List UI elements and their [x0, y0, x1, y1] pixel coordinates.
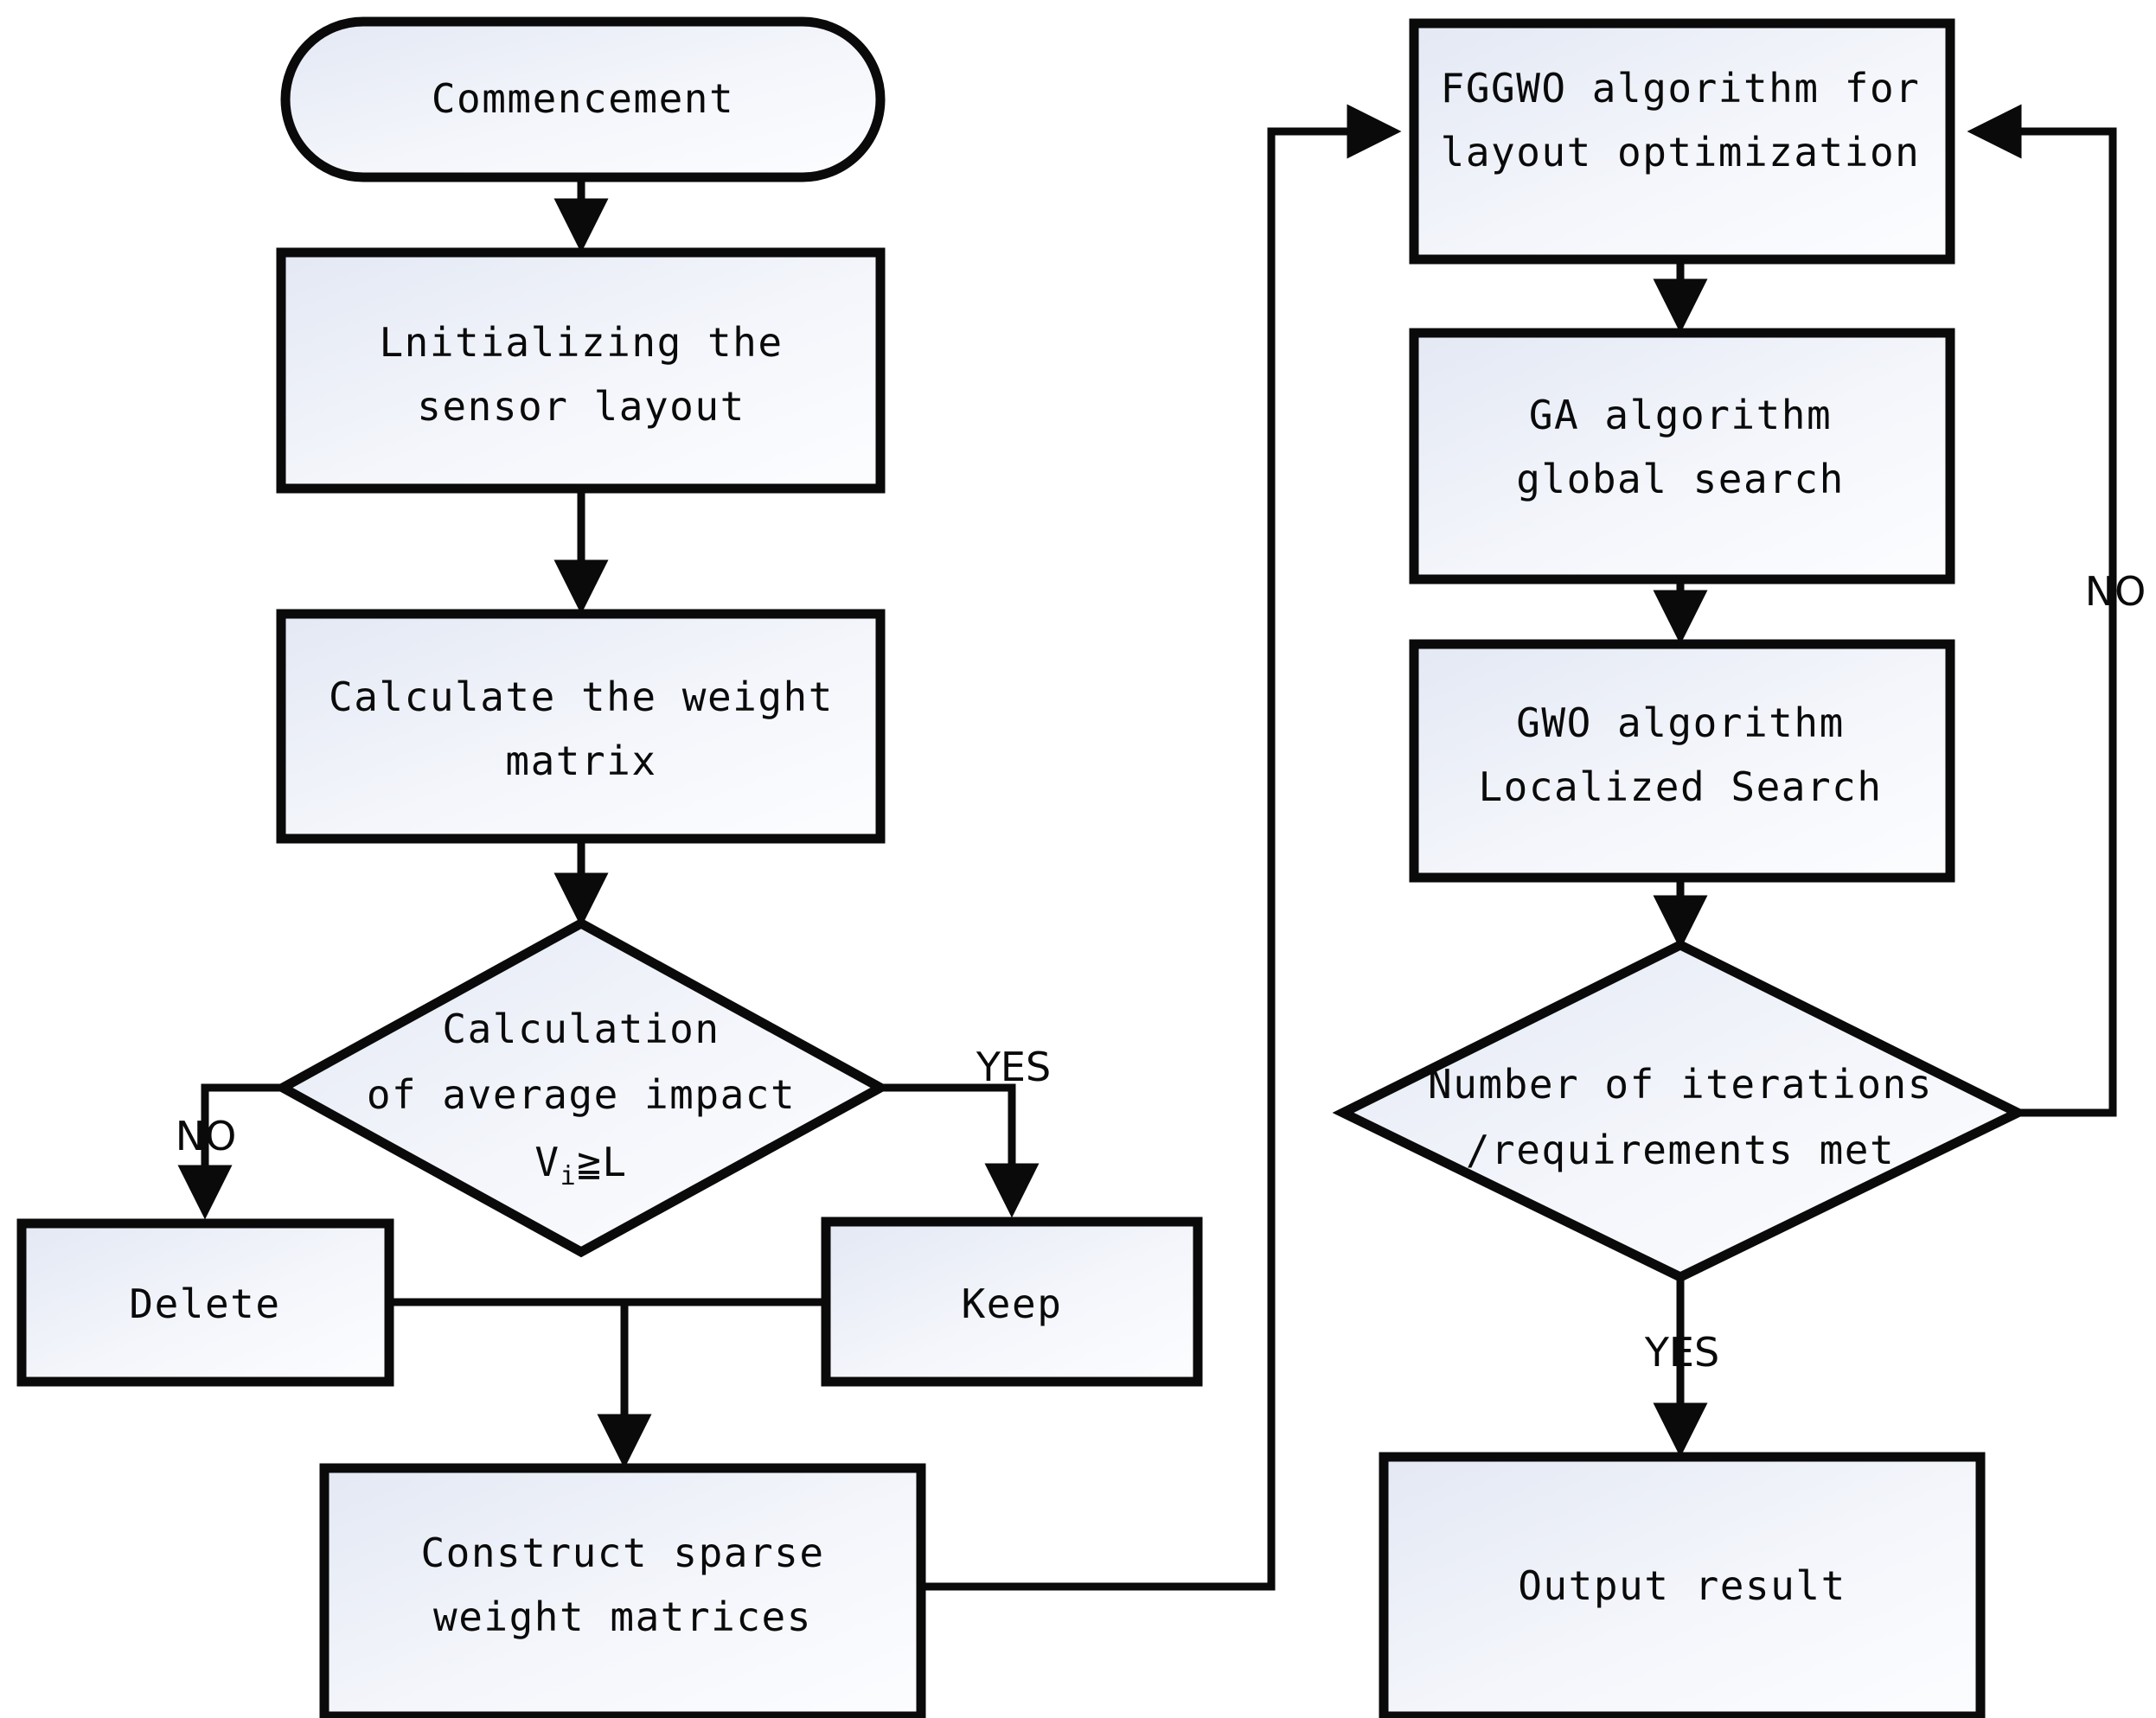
node-output-result-shape [1379, 1452, 1986, 1718]
node-keep[interactable]: Keep [821, 1217, 1203, 1387]
edge-label-decision1-no: NO [176, 1113, 237, 1159]
node-decision-iterations-shape [1332, 939, 2029, 1283]
edge-decision2-no-to-fggwo [1967, 104, 2117, 1117]
node-gwo-shape [1409, 639, 1955, 883]
node-output-result-label: Output result [1518, 1562, 1846, 1609]
decision1-subscript: i [560, 1161, 578, 1191]
edge-sparse-to-fggwo [921, 104, 1402, 1591]
node-ga-shape [1409, 328, 1955, 584]
edge-label-decision2-yes: YES [1644, 1329, 1719, 1376]
node-start-shape [280, 16, 886, 182]
node-fggwo-shape [1409, 18, 1955, 265]
node-weight-matrix-shape [276, 609, 886, 844]
node-sparse-line1: Construct sparse [420, 1530, 824, 1576]
node-init-shape [276, 247, 886, 494]
node-ga-line2: global search [1516, 456, 1845, 502]
node-fggwo-line2: layout optimization [1441, 129, 1921, 176]
node-keep-shape [821, 1217, 1203, 1387]
node-sparse-weight-matrices-shape [319, 1463, 926, 1718]
edge-group [177, 104, 2117, 1591]
node-start-label: Commencement [432, 75, 734, 122]
decision1-var: V [534, 1139, 560, 1185]
node-decision-iterations-line2: /requirements met [1466, 1127, 1895, 1173]
node-decision-average-impact-line3: Vi≧L [534, 1139, 627, 1191]
node-delete-shape [16, 1218, 394, 1387]
node-gwo-line1: GWO algorithm [1516, 699, 1845, 746]
node-output-result[interactable]: Output result [1379, 1452, 1986, 1718]
node-decision-average-impact-line2: of average impact [367, 1071, 796, 1118]
node-decision-average-impact-shape [272, 917, 891, 1258]
edge-label-decision1-yes: YES [976, 1044, 1051, 1090]
node-gwo[interactable]: GWO algorithm Localized Search [1409, 639, 1955, 883]
node-init-line1: Lnitializing the [379, 319, 783, 366]
node-keep-label: Keep [962, 1281, 1063, 1327]
node-start[interactable]: Commencement [280, 16, 886, 182]
edge-label-decision2-no: NO [2085, 568, 2146, 615]
node-weight-matrix[interactable]: Calculate the weight matrix [276, 609, 886, 844]
node-weight-matrix-line1: Calculate the weight [329, 674, 834, 720]
node-gwo-line2: Localized Search [1478, 763, 1882, 810]
node-decision-average-impact-line1: Calculation [442, 1006, 720, 1052]
node-decision-iterations-line1: Number of iterations [1428, 1061, 1933, 1108]
node-sparse-line2: weight matrices [433, 1593, 812, 1640]
node-delete-label: Delete [129, 1281, 280, 1327]
node-ga-line1: GA algorithm [1529, 392, 1832, 438]
node-ga[interactable]: GA algorithm global search [1409, 328, 1955, 584]
node-weight-matrix-line2: matrix [505, 738, 656, 784]
edge-decision1-no-to-delete [177, 1083, 283, 1220]
node-delete[interactable]: Delete [16, 1218, 394, 1387]
node-init-line2: sensor layout [417, 383, 745, 430]
node-decision-iterations[interactable]: Number of iterations /requirements met [1332, 939, 2029, 1283]
node-decision-average-impact[interactable]: Calculation of average impact Vi≧L [272, 917, 891, 1258]
node-init[interactable]: Lnitializing the sensor layout [276, 247, 886, 494]
edge-decision1-yes-to-keep [880, 1083, 1040, 1218]
node-sparse-weight-matrices[interactable]: Construct sparse weight matrices [319, 1463, 926, 1718]
node-fggwo-line1: FGGWO algorithm for [1441, 65, 1921, 112]
decision1-compare: ≧L [577, 1139, 627, 1185]
node-fggwo[interactable]: FGGWO algorithm for layout optimization [1409, 18, 1955, 265]
